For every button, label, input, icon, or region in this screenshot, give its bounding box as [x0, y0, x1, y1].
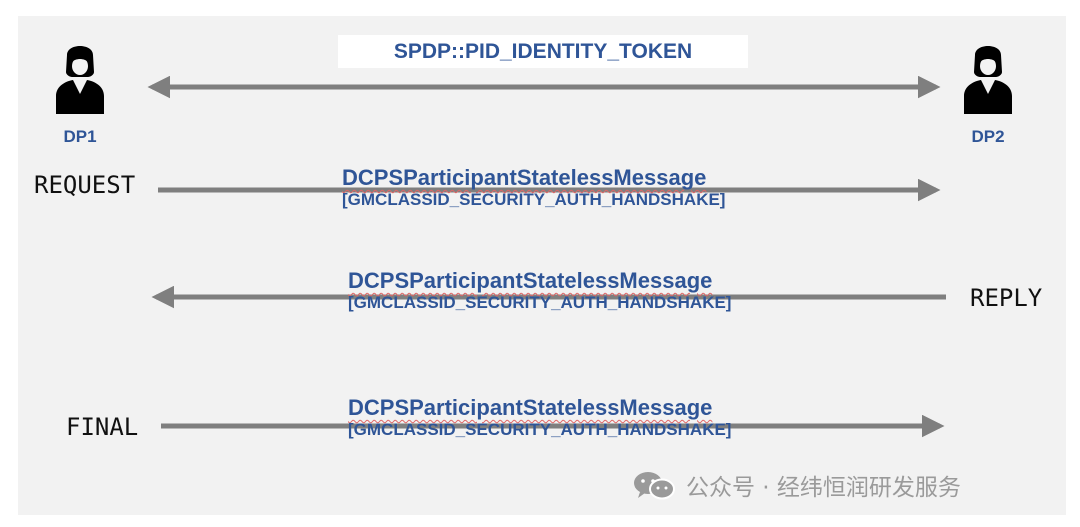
final-message-classid: [GMCLASSID_SECURITY_AUTH_HANDSHAKE]	[348, 420, 732, 439]
request-message-classid: [GMCLASSID_SECURITY_AUTH_HANDSHAKE]	[342, 190, 726, 209]
reply-label: REPLY	[970, 284, 1043, 312]
dp1-label: DP1	[63, 127, 97, 146]
request-message: DCPSParticipantStatelessMessage [GMCLASS…	[342, 166, 725, 210]
watermark-text: 公众号 · 经纬恒润研发服务	[686, 475, 961, 501]
diagram-background	[18, 16, 1066, 515]
reply-message: DCPSParticipantStatelessMessage [GMCLASS…	[348, 269, 731, 313]
person-icon	[964, 46, 1012, 114]
request-label: REQUEST	[34, 171, 136, 199]
reply-message-classid: [GMCLASSID_SECURITY_AUTH_HANDSHAKE]	[348, 293, 732, 312]
token-label: SPDP::PID_IDENTITY_TOKEN	[393, 40, 693, 63]
final-message: DCPSParticipantStatelessMessage [GMCLASS…	[348, 396, 731, 440]
token-box	[338, 35, 748, 68]
request-message-title: DCPSParticipantStatelessMessage	[342, 165, 707, 190]
person-icon	[56, 46, 104, 114]
wechat-icon	[634, 472, 675, 500]
watermark: 公众号 · 经纬恒润研发服务	[632, 468, 961, 502]
final-message-title: DCPSParticipantStatelessMessage	[348, 395, 713, 420]
reply-message-title: DCPSParticipantStatelessMessage	[348, 268, 713, 293]
dp2-label: DP2	[971, 127, 1005, 146]
final-label: FINAL	[66, 413, 139, 441]
